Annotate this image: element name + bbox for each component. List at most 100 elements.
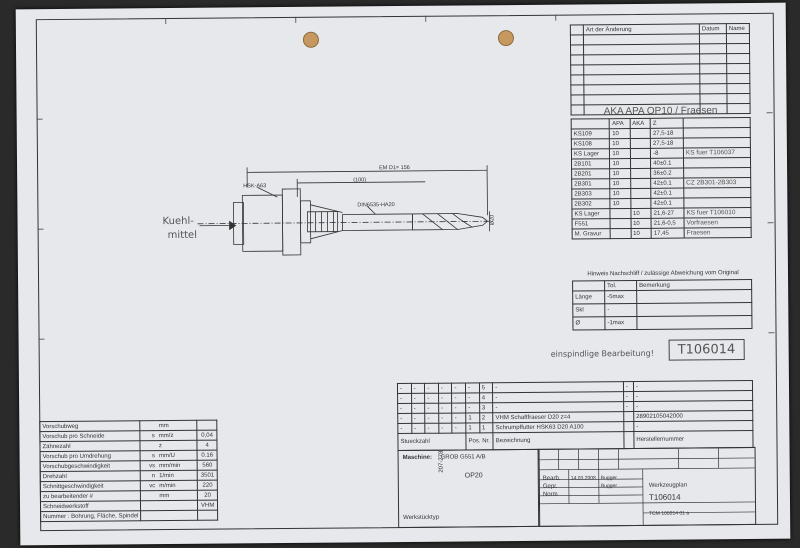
aka-cell [630, 158, 651, 169]
revision-cell [699, 53, 727, 64]
aka-cell [630, 168, 651, 179]
kuehl-label-2: mittel [168, 230, 197, 241]
aka-cell: CZ 2B301-2B303 [683, 177, 751, 189]
aka-header-cell: APA [609, 118, 630, 129]
parts-blank-header [623, 431, 634, 449]
parts-cell: - [451, 382, 466, 394]
parts-cell: - [397, 423, 412, 434]
maschine-value: GROB G551 A/B [440, 454, 486, 461]
revision-cell [570, 94, 585, 106]
revision-index-header [570, 24, 584, 36]
hinweis-cell: Skl [572, 303, 605, 318]
length-dimension: (100) [353, 177, 366, 183]
process-unit: z [156, 440, 198, 451]
hinweis-cell [636, 289, 752, 304]
process-unit [157, 500, 198, 511]
revision-cell [570, 84, 584, 96]
parts-cell: - [411, 383, 425, 394]
aka-cell [683, 137, 751, 149]
op-value: OP20 [464, 472, 483, 480]
aka-cell [683, 157, 751, 169]
revision-cell [726, 33, 750, 44]
einspindlig-note: einspindlige Bearbeitung! [550, 348, 654, 359]
revision-cell [699, 63, 727, 74]
maschine-block: Maschine: GROB G551 A/B OP20 Werkstückty… [397, 448, 541, 529]
aka-cell [629, 138, 651, 149]
revision-cell [726, 93, 751, 104]
title-block-lines [538, 448, 756, 525]
parts-cell: 1 [465, 422, 480, 433]
aka-cell: 27,5-18 [650, 128, 684, 139]
aka-cell: Vorfraesen [683, 217, 752, 229]
aka-cell [683, 187, 751, 199]
parts-cell: - [425, 423, 439, 434]
aka-cell: -8 [650, 148, 684, 159]
process-unit: mm/z [156, 430, 198, 441]
revision-cell [570, 74, 584, 86]
aka-cell: 17,45 [651, 228, 685, 239]
aka-cell: 27,5-18 [650, 138, 684, 149]
parts-cell: - [438, 413, 453, 424]
parts-cell: - [424, 403, 439, 414]
parts-cell: - [623, 401, 634, 412]
parts-bez-header: Bezeichnung [493, 431, 624, 450]
revision-cell [726, 53, 750, 64]
parts-cell: 4 [479, 392, 493, 403]
revision-cell [726, 63, 750, 74]
hinweis-cell: - [604, 303, 637, 317]
hinweis-cell [636, 302, 752, 317]
aka-cell: KS fuer T106037 [683, 147, 751, 159]
aka-header-cell: Z [650, 118, 684, 129]
aka-cell: KS Lager [571, 148, 610, 160]
parts-cell: - [452, 422, 466, 434]
aka-cell: 2B302 [571, 198, 611, 210]
parts-cell: 3 [479, 402, 493, 413]
process-value: 560 [197, 460, 218, 471]
process-value: 220 [197, 480, 218, 491]
aka-cell: 10 [609, 148, 631, 159]
parts-cell: - [397, 413, 412, 424]
aka-cell: KS Lager [571, 208, 611, 220]
aka-cell: 21,6-27 [651, 208, 684, 219]
part-number: 207-278 [438, 450, 445, 473]
revision-cell [570, 34, 584, 46]
revision-cell [726, 73, 750, 84]
title-block: Bearb. Gepr. Norm 14.03.2008 Bugger Bugg… [537, 446, 757, 527]
aka-cell [630, 178, 651, 189]
process-symbol: vc [140, 480, 158, 491]
parts-cell: - [438, 403, 453, 414]
revision-cell [570, 54, 584, 66]
revision-cell [699, 73, 727, 84]
aka-cell: 10 [609, 158, 631, 169]
aka-cell [610, 208, 631, 219]
parts-cell: - [397, 403, 412, 414]
process-value [197, 420, 217, 431]
aka-cell: 10 [609, 128, 630, 139]
process-unit: 1/min [157, 470, 198, 481]
parts-cell: - [465, 392, 480, 403]
aka-cell [629, 128, 651, 139]
aka-cell: M. Gravur [572, 228, 611, 240]
parts-cell: - [397, 393, 412, 404]
parts-stk-header: Stueckzahl [397, 432, 467, 451]
aka-cell: 10 [610, 198, 631, 209]
hinweis-row: Ø-1max [572, 315, 752, 331]
parts-cell: 1 [479, 422, 494, 433]
process-unit: mm [157, 490, 198, 501]
parts-cell: - [424, 393, 439, 404]
diameter-label: Ø20 [489, 215, 495, 225]
aka-cell: 21,6-0,5 [651, 218, 685, 229]
process-value: 0.16 [197, 450, 218, 461]
hinweis-header-cell: Tol. [604, 280, 637, 291]
aka-cell [630, 188, 652, 199]
kuehl-label-1: Kuehl- [162, 216, 194, 227]
aka-header-cell: AKA [629, 118, 651, 129]
process-value: 3501 [197, 470, 218, 481]
aka-cell: 2B101 [571, 158, 611, 170]
parts-cell: - [411, 393, 425, 404]
aka-cell [610, 218, 631, 229]
